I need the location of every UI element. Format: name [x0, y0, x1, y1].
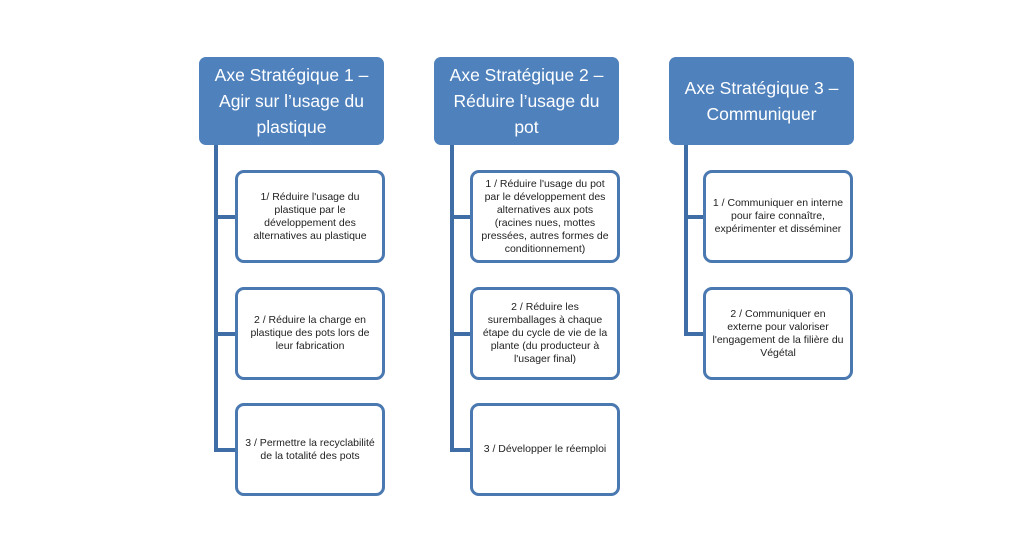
- axis-3-item-2: 2 / Communiquer en externe pour valorise…: [703, 287, 853, 380]
- connector: [450, 448, 472, 452]
- item-text: 1/ Réduire l'usage du plastique par le d…: [253, 190, 367, 242]
- connector: [684, 215, 706, 219]
- axis-2-item-1: 1 / Réduire l'usage du pot par le dévelo…: [470, 170, 620, 263]
- axis-2-header: Axe Stratégique 2 – Réduire l’usage du p…: [434, 57, 619, 145]
- connector: [450, 332, 472, 336]
- axis-3-item-1: 1 / Communiquer en interne pour faire co…: [703, 170, 853, 263]
- axis-2-title: Axe Stratégique 2 – Réduire l’usage du p…: [449, 65, 604, 137]
- connector: [214, 448, 236, 452]
- axis-1-item-2: 2 / Réduire la charge en plastique des p…: [235, 287, 385, 380]
- axis-3-connector: [684, 145, 688, 335]
- axis-1-title: Axe Stratégique 1 – Agir sur l’usage du …: [214, 65, 369, 137]
- axis-3-title: Axe Stratégique 3 – Communiquer: [684, 78, 839, 124]
- axis-2-connector: [450, 145, 454, 451]
- item-text: 2 / Communiquer en externe pour valorise…: [712, 307, 844, 359]
- axis-1-header: Axe Stratégique 1 – Agir sur l’usage du …: [199, 57, 384, 145]
- connector: [214, 332, 236, 336]
- connector: [214, 215, 236, 219]
- connector: [450, 215, 472, 219]
- axis-1-item-1: 1/ Réduire l'usage du plastique par le d…: [235, 170, 385, 263]
- item-text: 3 / Développer le réemploi: [483, 443, 607, 455]
- item-text: 1 / Réduire l'usage du pot par le dévelo…: [481, 177, 609, 255]
- item-text: 2 / Réduire la charge en plastique des p…: [250, 314, 370, 352]
- axis-2-item-3: 3 / Développer le réemploi: [470, 403, 620, 496]
- item-text: 2 / Réduire les suremballages à chaque é…: [482, 301, 608, 365]
- item-text: 1 / Communiquer en interne pour faire co…: [712, 197, 844, 235]
- axis-2-item-2: 2 / Réduire les suremballages à chaque é…: [470, 287, 620, 380]
- axis-1-connector: [214, 145, 218, 451]
- axis-3-header: Axe Stratégique 3 – Communiquer: [669, 57, 854, 145]
- item-text: 3 / Permettre la recyclabilité de la tot…: [245, 436, 375, 462]
- connector: [684, 332, 706, 336]
- axis-1-item-3: 3 / Permettre la recyclabilité de la tot…: [235, 403, 385, 496]
